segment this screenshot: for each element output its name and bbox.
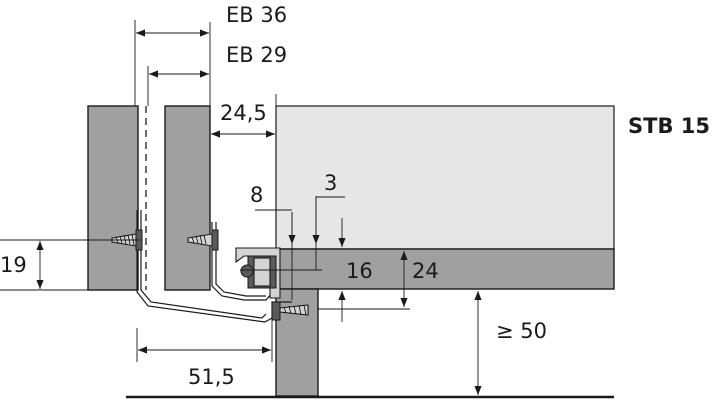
screw-middle-icon: [187, 229, 219, 251]
runner-roller: [240, 264, 254, 278]
label-19: 19: [0, 253, 27, 277]
runner-bracket-inner: [140, 210, 267, 319]
label-3: 3: [324, 171, 337, 195]
label-eb29: EB 29: [226, 43, 287, 67]
label-51-5: 51,5: [188, 365, 235, 389]
door-panel-left: [87, 105, 139, 291]
model-label: STB 15: [628, 114, 710, 138]
label-min-50: ≥ 50: [496, 319, 547, 343]
runner-bracket-right: [211, 222, 277, 301]
label-eb36: EB 36: [226, 3, 287, 27]
door-panel-right: [164, 105, 211, 291]
screw-bottom-icon: [271, 301, 309, 321]
bottom-board: [275, 248, 615, 290]
label-24-5: 24,5: [220, 101, 267, 125]
runner-bracket-right-inner: [215, 222, 266, 297]
label-16: 16: [346, 259, 373, 283]
cabinet-side-panel: [275, 288, 319, 397]
cabinet-top-surface: [275, 105, 615, 250]
runner-slide-inner: [253, 257, 271, 287]
label-24: 24: [412, 259, 439, 283]
label-8: 8: [250, 183, 263, 207]
